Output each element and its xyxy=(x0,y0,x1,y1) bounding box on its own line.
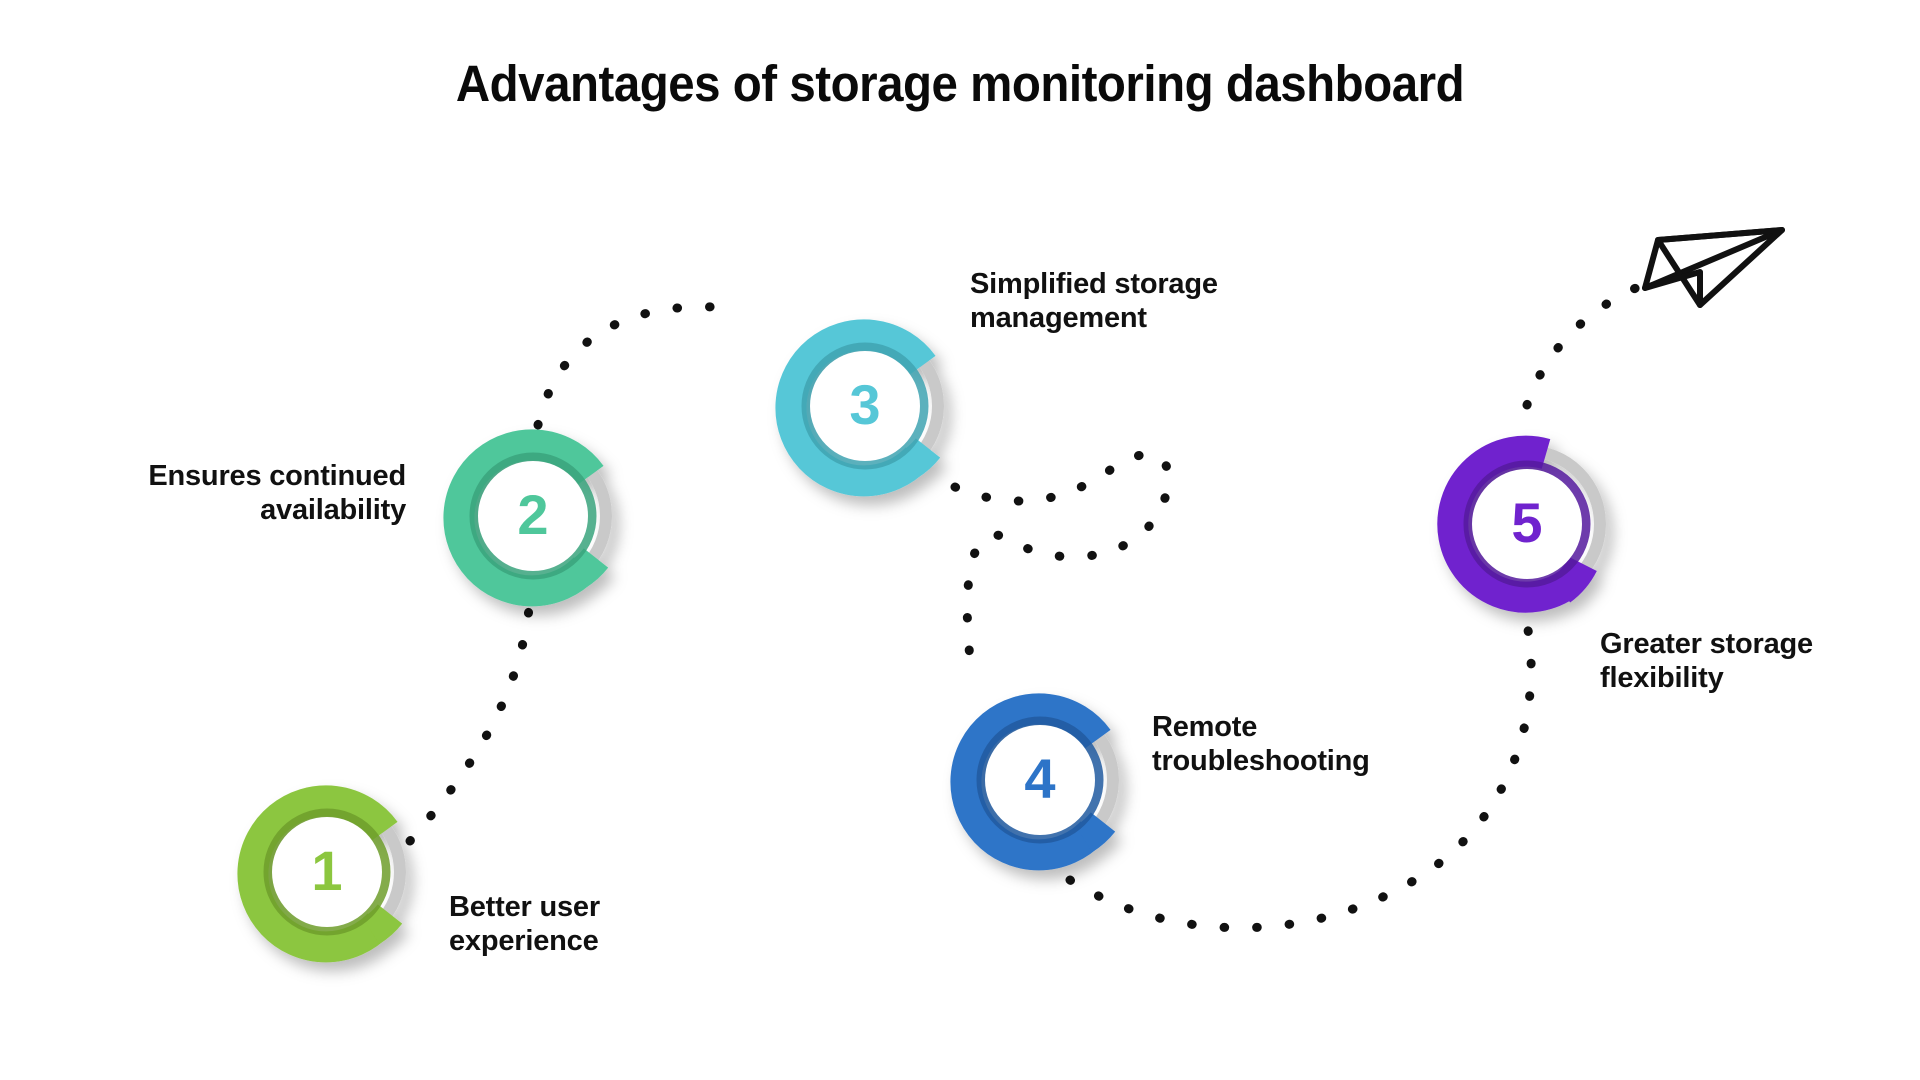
connector-paths xyxy=(405,278,1653,933)
connector-5-plane xyxy=(1522,278,1653,410)
connector-2-3 xyxy=(533,302,735,430)
node-ring-1[interactable] xyxy=(237,785,406,963)
node-label-3: Simplified storage management xyxy=(970,268,1218,335)
node-number-3: 3 xyxy=(849,373,881,436)
connector-3-4 xyxy=(950,449,1173,680)
node-ring-4[interactable] xyxy=(950,693,1119,871)
paper-plane-icon xyxy=(1642,227,1785,308)
node-ring-2[interactable] xyxy=(443,429,612,607)
node-ring-3[interactable] xyxy=(775,319,944,497)
node-label-2: Ensures continued availability xyxy=(148,460,406,527)
node-number-2: 2 xyxy=(517,483,549,546)
node-label-1: Better user experience xyxy=(449,891,600,958)
node-number-1: 1 xyxy=(311,839,343,902)
connector-1-2 xyxy=(405,595,535,846)
node-number-4: 4 xyxy=(1024,747,1056,810)
node-label-4: Remote troubleshooting xyxy=(1152,711,1370,778)
node-number-5: 5 xyxy=(1511,491,1543,554)
node-ring-5[interactable] xyxy=(1437,435,1606,613)
connector-4-5 xyxy=(1065,625,1536,933)
page-title: Advantages of storage monitoring dashboa… xyxy=(455,55,1465,112)
node-label-5: Greater storage flexibility xyxy=(1600,628,1813,695)
